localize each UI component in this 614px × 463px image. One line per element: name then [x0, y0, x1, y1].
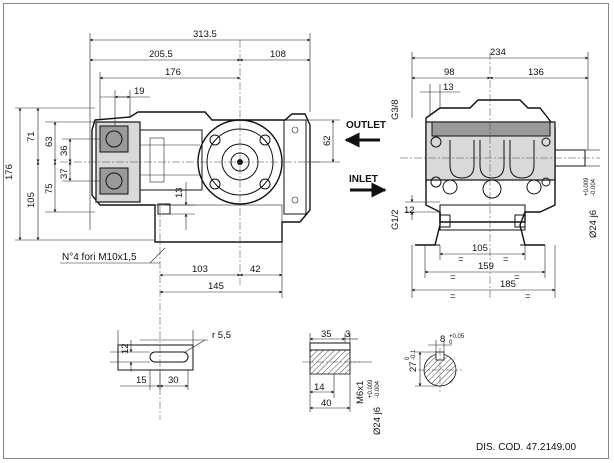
- dim-13-front: 13: [443, 82, 454, 93]
- foot-plate: [117, 344, 194, 371]
- dim-98: 98: [444, 67, 455, 78]
- dim-145: 145: [208, 281, 224, 292]
- inlet-thread: G1/2: [390, 209, 401, 230]
- front-inlet-port: [482, 179, 502, 199]
- shaft-tol-bot-detail: -0.004: [375, 380, 381, 398]
- dim-313-5: 313.5: [193, 29, 217, 40]
- dim-13-side: 13: [174, 187, 185, 198]
- dim-176-top: 176: [165, 67, 181, 78]
- eq-4: =: [514, 272, 520, 283]
- dim-136: 136: [528, 67, 544, 78]
- shaft-tol-top-detail: +0.009: [368, 379, 374, 398]
- front-crankcase-lower: [439, 204, 526, 231]
- shaft-dia-detail: Ø24 j6: [372, 407, 383, 435]
- key-depth: 27: [408, 361, 419, 372]
- side-body-outline: [91, 111, 311, 243]
- side-flange-bolt: [259, 134, 271, 146]
- inlet-label: INLET: [349, 174, 378, 185]
- side-view-dimensions: 313.5 205.5 108 176 19 176 71 105 63 75 …: [4, 29, 340, 298]
- dim-62: 62: [322, 135, 333, 146]
- foot-radius: r 5,5: [212, 330, 231, 341]
- shaft-thread: M6x1: [355, 381, 366, 404]
- key-width-tol-bot: 0: [449, 340, 453, 346]
- dim-75: 75: [44, 183, 55, 194]
- drawing-code: DIS. COD. 47.2149.00: [476, 442, 576, 453]
- dim-19: 19: [134, 86, 145, 97]
- front-foot-left: [415, 212, 441, 246]
- dim-159: 159: [478, 261, 494, 272]
- dim-42: 42: [250, 264, 261, 275]
- dim-37: 37: [59, 168, 70, 179]
- dim-14: 14: [314, 382, 325, 393]
- dim-105-left: 105: [26, 192, 37, 208]
- foot-detail: r 5,5 12 15 30: [110, 330, 231, 390]
- side-flange-bolt: [209, 178, 221, 190]
- dim-40: 40: [321, 398, 332, 409]
- key-width-tol-top: +0.05: [449, 334, 465, 340]
- dim-176-left: 176: [4, 164, 15, 180]
- side-manifold-port-top: [99, 125, 129, 153]
- side-manifold-port-bottom: [99, 167, 129, 195]
- eq-1: =: [458, 254, 464, 265]
- front-cylinder-3: [509, 140, 535, 179]
- front-view: [400, 52, 600, 300]
- dim-103: 103: [192, 264, 208, 275]
- dim-35: 35: [321, 329, 332, 340]
- side-crankcase: [139, 129, 203, 191]
- side-end-cover: [283, 119, 307, 215]
- shaft-tol-top-main: +0.009: [584, 177, 590, 196]
- side-view: [60, 40, 320, 420]
- dim-108: 108: [270, 49, 286, 60]
- key-width: 8: [440, 334, 445, 345]
- front-top-band: [431, 121, 551, 137]
- dim-12-foot: 12: [120, 343, 131, 354]
- outlet-thread: G3/8: [390, 99, 401, 120]
- foot-slot: [149, 351, 189, 363]
- dim-63: 63: [44, 136, 55, 147]
- dim-12-front: 12: [404, 205, 415, 216]
- dim-15: 15: [136, 375, 147, 386]
- side-port-bottom-circle: [105, 172, 123, 190]
- side-flange-bolt: [259, 178, 271, 190]
- front-cylinder-1: [449, 140, 475, 179]
- dim-105-front: 105: [472, 243, 488, 254]
- shaft-detail: 35 3 14 40 M6x1 Ø24 j6 +0.009 -0.004: [302, 329, 383, 435]
- dim-205-5: 205.5: [149, 49, 173, 60]
- eq-2: =: [503, 254, 509, 265]
- side-flange-bolt: [209, 134, 221, 146]
- side-foot-bolt: [157, 203, 171, 215]
- keyway-section: 8 +0.05 0 27 0 -0.1: [405, 334, 465, 392]
- dim-36: 36: [59, 145, 70, 156]
- dim-71: 71: [26, 131, 37, 142]
- dim-234: 234: [490, 47, 506, 58]
- flow-labels: OUTLET INLET G3/8 G1/2: [344, 99, 401, 230]
- dim-30: 30: [168, 375, 179, 386]
- front-view-dimensions: 234 98 136 13 12 105 = = 159 = = 185 = =: [404, 47, 600, 302]
- dim-185: 185: [500, 279, 516, 290]
- holes-note: N°4 fori M10x1,5: [62, 252, 137, 263]
- front-foot-right: [519, 211, 545, 246]
- eq-5: =: [450, 291, 456, 302]
- key-depth-tol-bot: -0.1: [411, 349, 417, 360]
- side-port-top-circle: [105, 130, 123, 148]
- eq-3: =: [450, 272, 456, 283]
- front-outlet-port: [430, 136, 442, 148]
- front-cylinder-2: [479, 140, 505, 179]
- dim-3: 3: [345, 329, 350, 340]
- shaft-dia-main: Ø24 j6: [588, 210, 599, 238]
- side-foot: [154, 204, 283, 243]
- shaft-tol-bot-main: -0.004: [591, 178, 597, 196]
- outlet-label: OUTLET: [346, 120, 386, 131]
- key-depth-tol-top: 0: [405, 356, 411, 360]
- eq-6: =: [525, 291, 531, 302]
